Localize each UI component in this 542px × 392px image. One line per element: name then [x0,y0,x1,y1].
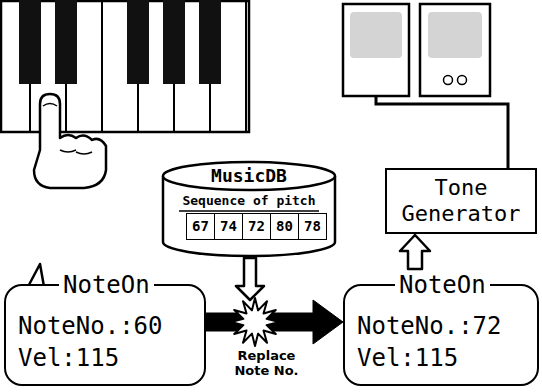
key-divider [245,0,247,132]
tone-generator-box: Tone Generator [385,168,537,234]
hand-outline [34,94,106,188]
speech-bubble: NoteOnNoteNo.:60Vel:115 [4,284,206,386]
piano-keyboard [1,0,249,132]
key-divider [101,0,103,132]
box-label: Tone Generator [393,175,529,227]
knuckle-line [60,150,92,154]
black-key [163,0,185,84]
database-subtitle: Sequence of pitch [163,193,335,209]
pitch-cell: 80 [270,213,299,240]
send-arrow [400,235,430,269]
rule-line [179,210,319,212]
database-cylinder: MusicDB Sequence of pitch 6774728078 [163,162,335,256]
pitch-cell: 72 [242,213,271,240]
message-heading: NoteOn [395,271,490,299]
pitch-value: 72 [243,217,270,235]
black-key [199,0,221,84]
edge-label: Replace Note No. [227,348,307,378]
keyboard-frame [1,1,249,132]
speakers [343,4,508,170]
pitch-cell: 74 [214,213,243,240]
pitch-value: 80 [271,217,298,235]
speaker-cabinet [420,4,490,96]
message-field: NoteNo.:60 [18,312,192,340]
speaker-cone [350,12,402,58]
pitch-value: 78 [299,217,326,235]
speaker-cabinet [343,4,409,96]
fingernail [43,104,57,107]
pitch-cell: 67 [186,213,215,240]
message-field: Vel:115 [18,344,192,372]
black-key [55,0,77,84]
pitch-cell: 78 [298,213,327,240]
message-heading: NoteOn [59,271,154,299]
message-field: Vel:115 [357,344,525,372]
cylinder-top [163,162,335,190]
database-title: MusicDB [163,165,335,187]
replace-starburst [231,298,279,346]
message-field: NoteNo.:72 [357,312,525,340]
pitch-value: 74 [215,217,242,235]
speaker-knob [458,76,467,85]
speaker-cone [428,12,482,58]
black-key [127,0,149,84]
pitch-value: 67 [187,217,214,235]
speaker-knob [444,76,453,85]
speaker-wire [376,96,508,170]
lookup-arrow [236,258,264,300]
black-key [19,0,41,84]
pressing-hand [34,94,106,188]
speech-bubble: NoteOnNoteNo.:72Vel:115 [343,284,539,386]
